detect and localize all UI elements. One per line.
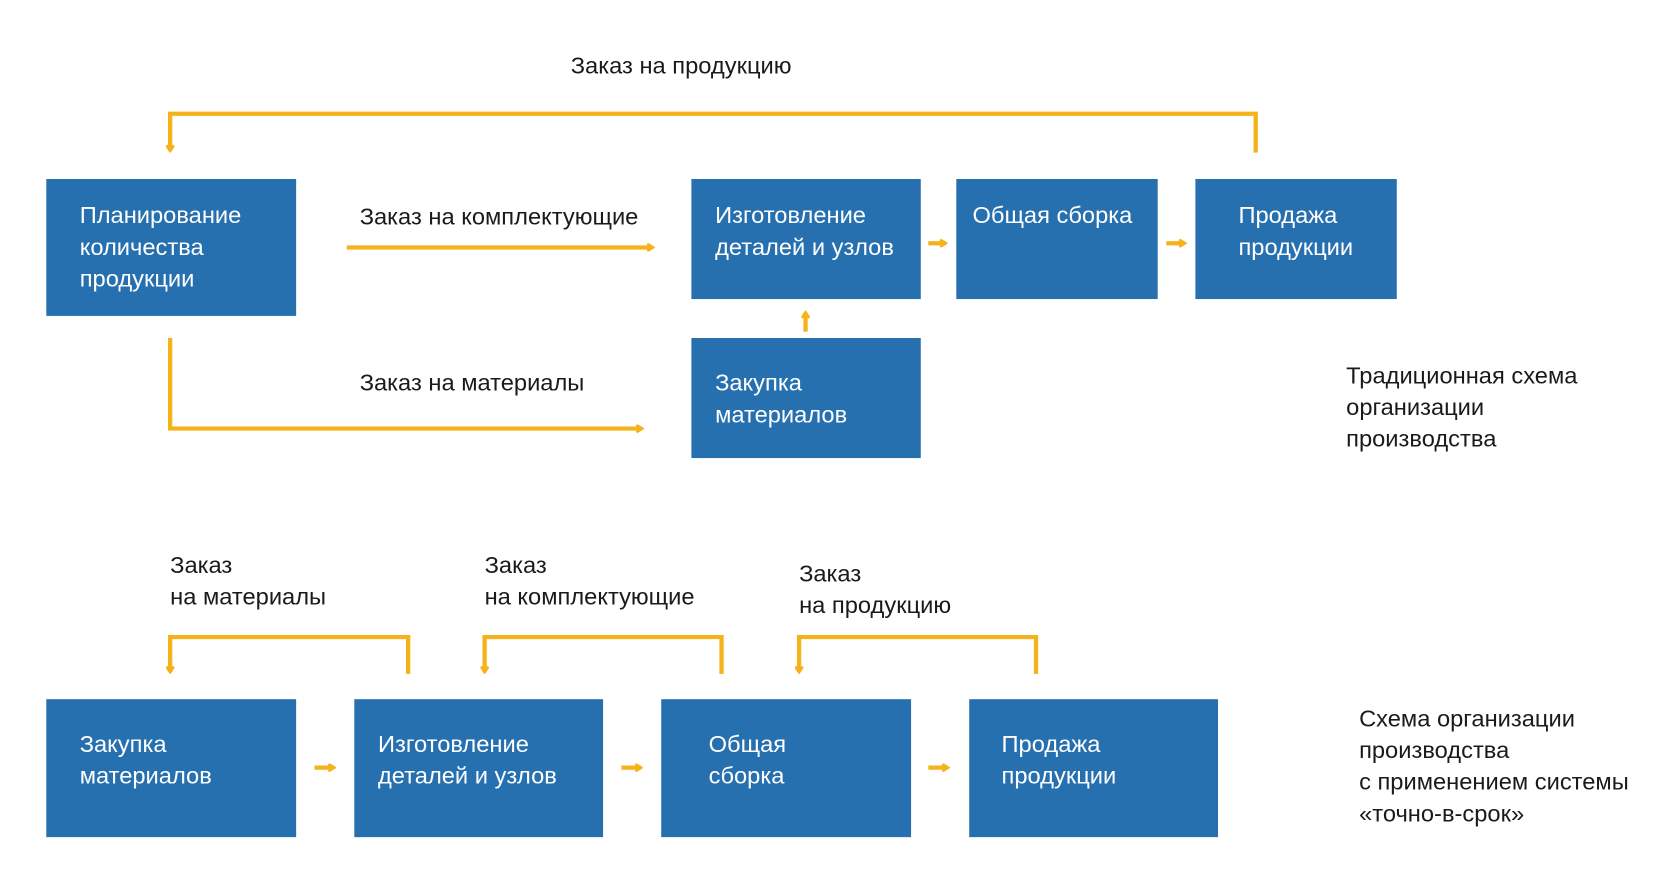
jit-box-purchasing — [46, 699, 297, 838]
box-sales — [1195, 179, 1397, 300]
box-purchasing — [691, 338, 921, 459]
jit-label-order-products: на продукцию — [799, 592, 951, 618]
jit-label-order-components: на комплектующие — [485, 584, 695, 610]
caption-jit: Схема организации — [1359, 706, 1575, 732]
jit-arrow-order-products — [799, 634, 1039, 674]
box-manufacturing — [691, 179, 921, 300]
jit-box-purchasing-text: Закупка — [80, 731, 168, 757]
caption-traditional: организации — [1346, 394, 1484, 420]
jit-box-assembly — [661, 699, 912, 838]
caption-traditional: производства — [1346, 426, 1497, 452]
jit-label-order-materials: Заказ — [170, 552, 232, 578]
jit-box-manufacturing-text: деталей и узлов — [378, 763, 557, 789]
box-manufacturing-text: Изготовление — [715, 202, 866, 228]
jit-box-assembly-text: Общая — [709, 731, 786, 757]
caption-jit: с применением системы — [1359, 769, 1629, 795]
arrow-order-materials — [168, 338, 642, 429]
box-planning-text: продукции — [80, 266, 195, 292]
jit-box-sales-text: Продажа — [1002, 731, 1102, 757]
box-assembly — [956, 179, 1158, 300]
jit-box-manufacturing-text: Изготовление — [378, 731, 529, 757]
box-planning — [46, 179, 297, 316]
jit-label-order-components: Заказ — [485, 552, 547, 578]
jit-box-sales — [969, 699, 1218, 838]
jit-label-order-products: Заказ — [799, 560, 861, 586]
jit-box-assembly-text: сборка — [709, 763, 786, 789]
box-manufacturing-text: деталей и узлов — [715, 234, 894, 260]
caption-jit: производства — [1359, 737, 1510, 763]
jit-arrow-order-components — [485, 634, 724, 674]
box-purchasing-text: Закупка — [715, 370, 803, 396]
arrow-order-products — [170, 111, 1258, 153]
box-sales-text: Продажа — [1238, 202, 1338, 228]
jit-box-manufacturing — [354, 699, 604, 838]
caption-traditional: Традиционная схема — [1346, 363, 1578, 389]
label-order-materials: Заказ на материалы — [360, 370, 585, 396]
box-planning-text: количества — [80, 234, 205, 260]
box-planning-text: Планирование — [80, 202, 242, 228]
box-purchasing-text: материалов — [715, 401, 847, 427]
jit-label-order-materials: на материалы — [170, 584, 326, 610]
jit-box-purchasing-text: материалов — [80, 763, 212, 789]
jit-box-sales-text: продукции — [1002, 763, 1117, 789]
caption-jit: «точно-в-срок» — [1359, 801, 1524, 827]
label-order-components: Заказ на комплектующие — [360, 204, 639, 230]
box-assembly-text: Общая сборка — [972, 202, 1133, 228]
label-order-products: Заказ на продукцию — [571, 53, 792, 79]
jit-arrow-order-materials — [170, 634, 411, 674]
box-sales-text: продукции — [1238, 234, 1353, 260]
